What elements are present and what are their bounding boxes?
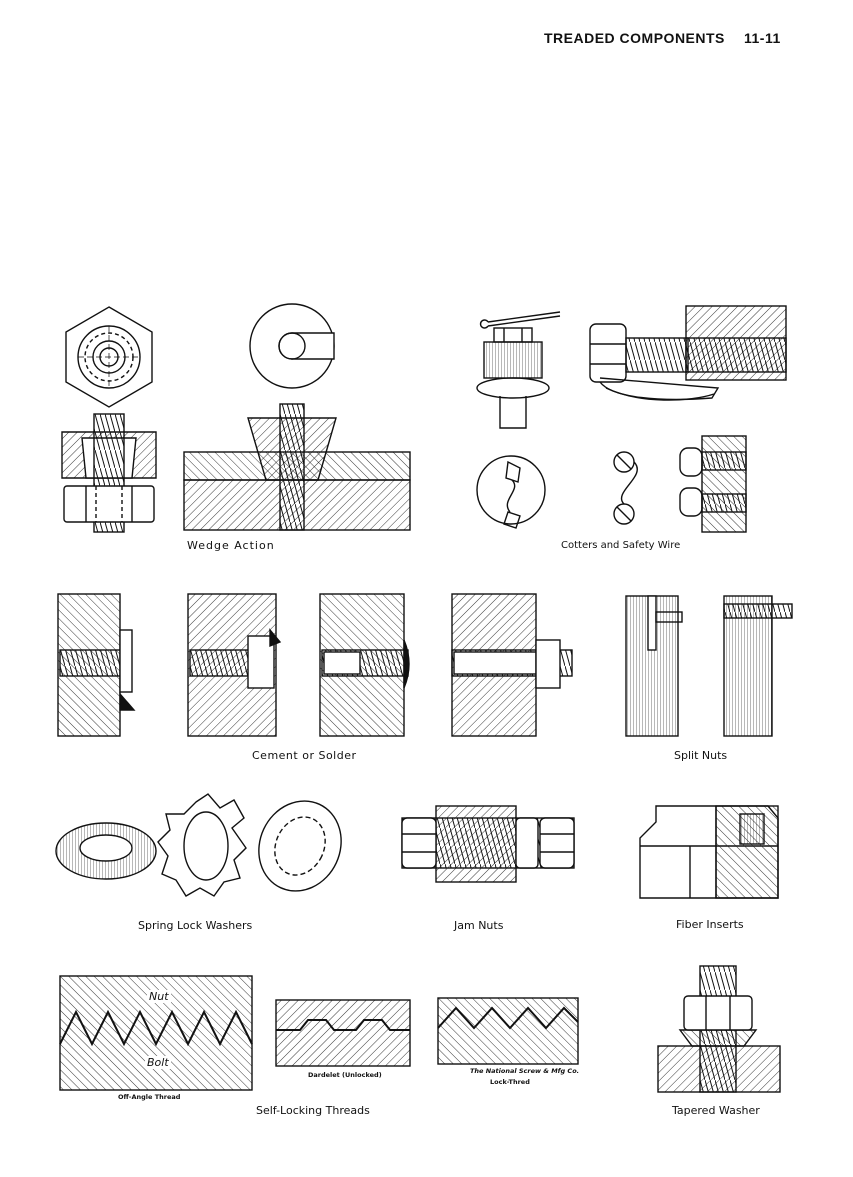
label-bolt: Bolt bbox=[145, 1056, 171, 1069]
wedge-action-figure bbox=[61, 303, 411, 533]
caption-cement: Cement or Solder bbox=[252, 749, 357, 762]
label-lock-thred: Lock-Thred bbox=[490, 1078, 530, 1086]
section-title: TREADED COMPONENTS bbox=[544, 30, 725, 46]
caption-split-nuts: Split Nuts bbox=[674, 749, 728, 762]
fiber-inserts-figure bbox=[639, 805, 779, 899]
label-dardelet: Dardelet (Unlocked) bbox=[308, 1071, 382, 1079]
jam-nuts-figure bbox=[401, 805, 575, 883]
caption-fiber-inserts: Fiber Inserts bbox=[676, 918, 744, 931]
spring-washers-figure bbox=[55, 793, 342, 897]
caption-wedge-action: Wedge Action bbox=[187, 539, 275, 552]
caption-spring-washers: Spring Lock Washers bbox=[138, 919, 253, 932]
label-nut: Nut bbox=[147, 990, 171, 1003]
caption-self-locking: Self-Locking Threads bbox=[256, 1104, 370, 1117]
tapered-washer-figure bbox=[657, 965, 781, 1093]
caption-cotters: Cotters and Safety Wire bbox=[561, 540, 681, 551]
cement-figure bbox=[57, 593, 573, 737]
page-number: 11-11 bbox=[744, 30, 781, 46]
split-nuts-figure bbox=[625, 595, 793, 737]
caption-jam-nuts: Jam Nuts bbox=[454, 919, 504, 932]
label-off-angle: Off-Angle Thread bbox=[118, 1093, 181, 1101]
label-lock-thred-maker: The National Screw & Mfg Co. bbox=[470, 1067, 580, 1075]
cotters-figure bbox=[476, 305, 787, 533]
caption-tapered-washer: Tapered Washer bbox=[672, 1104, 760, 1117]
